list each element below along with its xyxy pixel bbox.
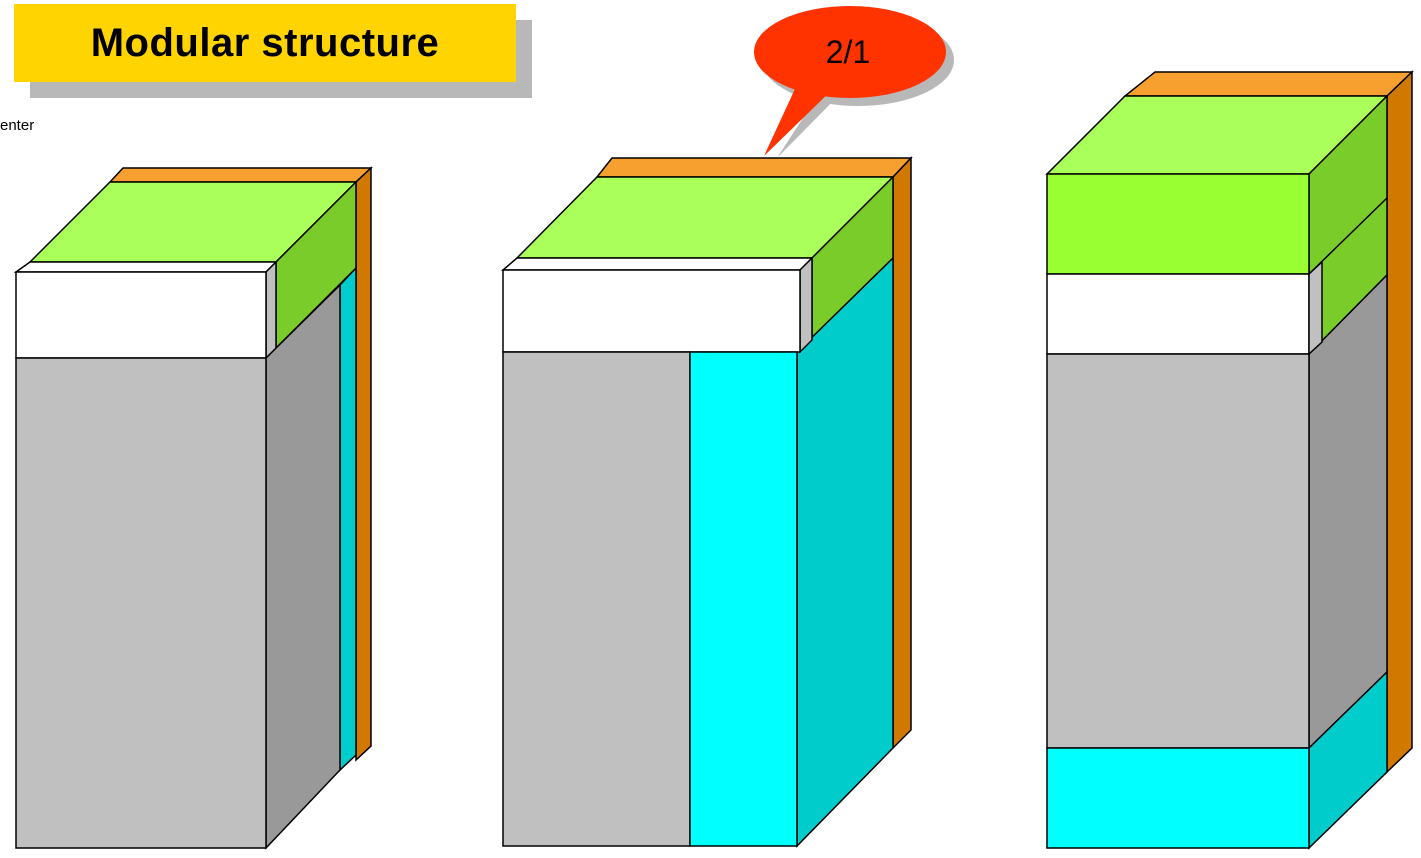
right-green-side-divider bbox=[1308, 197, 1388, 275]
center-white-front bbox=[502, 269, 801, 353]
left-module bbox=[13, 166, 373, 850]
center-white-top-edge bbox=[500, 257, 814, 271]
left-white-side-edge bbox=[265, 260, 277, 360]
callout-text: 2/1 bbox=[826, 34, 870, 70]
left-gray-front bbox=[15, 357, 267, 849]
center-cyan-side bbox=[796, 256, 894, 848]
callout-2-1: 2/1 bbox=[754, 6, 954, 158]
callout-shadow bbox=[777, 88, 846, 158]
center-orange-side bbox=[892, 156, 912, 750]
left-orange-side bbox=[355, 166, 372, 762]
side-label: enter bbox=[0, 117, 35, 134]
left-orange-top bbox=[108, 167, 373, 183]
right-module bbox=[1045, 70, 1414, 850]
left-white-front bbox=[15, 271, 267, 359]
right-green-front bbox=[1046, 173, 1310, 275]
center-white-side-edge bbox=[799, 256, 813, 354]
center-cyan-front bbox=[689, 351, 798, 847]
title-box: Modular structure bbox=[14, 4, 516, 82]
left-gray-side bbox=[265, 283, 341, 850]
left-white-top-edge bbox=[13, 261, 278, 273]
right-orange-side bbox=[1386, 70, 1413, 774]
center-module bbox=[500, 156, 913, 848]
page-title: Modular structure bbox=[90, 20, 440, 65]
right-orange-top bbox=[1122, 71, 1414, 97]
right-cyan-front bbox=[1046, 747, 1310, 849]
callout-tail bbox=[764, 78, 836, 156]
right-white-front bbox=[1046, 273, 1310, 355]
center-gray-front bbox=[502, 351, 691, 847]
left-cyan-side bbox=[339, 266, 357, 772]
right-gray-front bbox=[1046, 353, 1310, 749]
right-white-side-edge bbox=[1308, 260, 1323, 356]
center-orange-top bbox=[595, 157, 913, 178]
right-gray-side bbox=[1308, 273, 1388, 750]
callout-bubble bbox=[754, 6, 946, 98]
